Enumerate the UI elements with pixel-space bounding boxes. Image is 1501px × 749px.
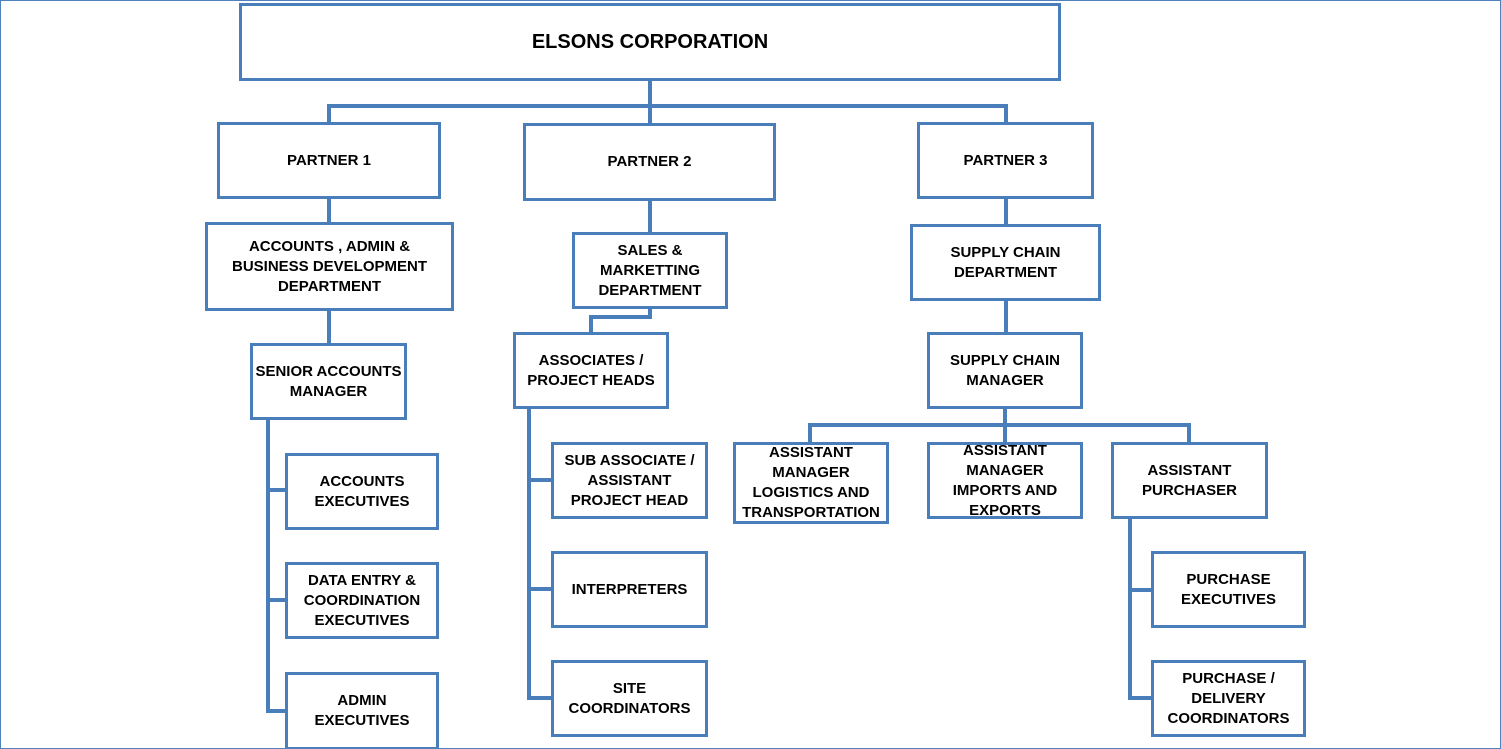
partner-1-box: PARTNER 1: [217, 122, 441, 199]
site-coordinators-box: SITE COORDINATORS: [551, 660, 708, 737]
supply-chain-manager-box: SUPPLY CHAIN MANAGER: [927, 332, 1083, 409]
admin-executives-box: ADMIN EXECUTIVES: [285, 672, 439, 748]
associates-project-heads-box: ASSOCIATES / PROJECT HEADS: [513, 332, 669, 409]
purchase-delivery-coordinators-box: PURCHASE / DELIVERY COORDINATORS: [1151, 660, 1306, 737]
senior-accounts-manager-box: SENIOR ACCOUNTS MANAGER: [250, 343, 407, 420]
data-entry-coordination-box: DATA ENTRY & COORDINATION EXECUTIVES: [285, 562, 439, 639]
root-box: ELSONS CORPORATION: [239, 3, 1061, 81]
partner-2-box: PARTNER 2: [523, 123, 776, 201]
assistant-purchaser-box: ASSISTANT PURCHASER: [1111, 442, 1268, 519]
supply-chain-department-box: SUPPLY CHAIN DEPARTMENT: [910, 224, 1101, 301]
sales-marketting-department-box: SALES & MARKETTING DEPARTMENT: [572, 232, 728, 309]
interpreters-box: INTERPRETERS: [551, 551, 708, 628]
sub-associate-box: SUB ASSOCIATE / ASSISTANT PROJECT HEAD: [551, 442, 708, 519]
purchase-executives-box: PURCHASE EXECUTIVES: [1151, 551, 1306, 628]
partner-3-box: PARTNER 3: [917, 122, 1094, 199]
assistant-manager-logistics-box: ASSISTANT MANAGER LOGISTICS AND TRANSPOR…: [733, 442, 889, 524]
assistant-manager-imports-box: ASSISTANT MANAGER IMPORTS AND EXPORTS: [927, 442, 1083, 519]
accounts-admin-department-box: ACCOUNTS , ADMIN & BUSINESS DEVELOPMENT …: [205, 222, 454, 311]
accounts-executives-box: ACCOUNTS EXECUTIVES: [285, 453, 439, 530]
